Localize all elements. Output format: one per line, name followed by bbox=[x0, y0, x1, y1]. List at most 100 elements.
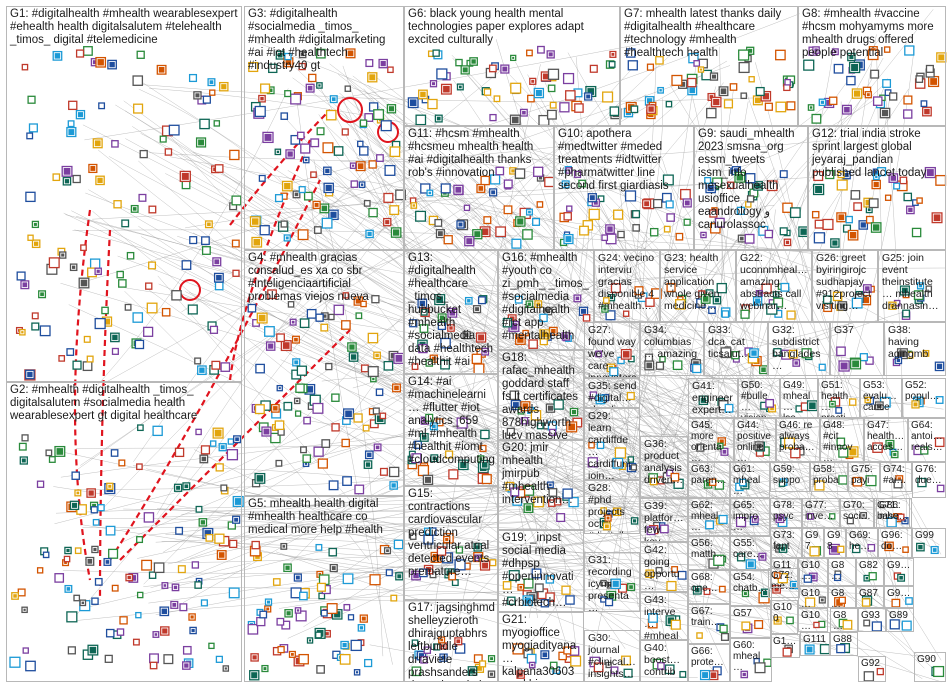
group-label-g104: G8… bbox=[831, 560, 845, 582]
avatar-icon bbox=[328, 480, 339, 491]
avatar-icon bbox=[911, 227, 922, 238]
avatar-icon bbox=[706, 107, 717, 119]
avatar-icon bbox=[94, 317, 106, 330]
avatar-icon bbox=[425, 413, 434, 422]
avatar-icon bbox=[174, 447, 185, 458]
avatar-icon bbox=[310, 138, 320, 148]
group-label-g64: G64: antoi… reals… bbox=[911, 420, 946, 453]
avatar-icon bbox=[483, 349, 487, 354]
avatar-icon bbox=[199, 118, 210, 130]
edge-238 bbox=[594, 189, 670, 658]
avatar-icon bbox=[372, 407, 380, 415]
group-label-g75: G75: payi… bbox=[851, 464, 876, 492]
avatar-icon bbox=[328, 313, 335, 321]
edge-222 bbox=[694, 209, 776, 599]
edge-197 bbox=[319, 52, 673, 463]
avatar-icon bbox=[832, 240, 838, 246]
avatar-icon bbox=[89, 646, 97, 654]
group-box-g60: G60: mheal… bbox=[730, 638, 772, 682]
edge-46 bbox=[108, 156, 913, 562]
group-box-g22: G22: uconnmheal… amazing abstracts call … bbox=[736, 250, 812, 322]
group-label-g76: G76: due… bbox=[915, 464, 942, 486]
avatar-icon bbox=[567, 169, 570, 172]
avatar-icon bbox=[22, 647, 29, 654]
avatar-icon bbox=[666, 213, 675, 222]
edge-322 bbox=[561, 388, 599, 489]
avatar-icon bbox=[72, 360, 82, 370]
group-box-g24: G24: vecino interviu gracias disponible … bbox=[594, 250, 660, 322]
avatar-icon bbox=[148, 571, 157, 579]
avatar-icon bbox=[295, 575, 300, 580]
avatar-icon bbox=[130, 575, 137, 581]
avatar-icon bbox=[276, 333, 285, 343]
avatar-icon bbox=[312, 402, 324, 414]
avatar-icon bbox=[325, 109, 337, 121]
avatar-icon bbox=[339, 653, 351, 665]
avatar-icon bbox=[367, 231, 372, 236]
group-label-g107: G10… bbox=[801, 610, 820, 632]
group-label-g78: G78: psyc… bbox=[773, 500, 798, 528]
avatar-icon bbox=[48, 456, 56, 463]
group-box-g44: G44: positive online… bbox=[734, 418, 776, 462]
avatar-icon bbox=[368, 207, 378, 218]
avatar-icon bbox=[873, 181, 879, 188]
avatar-icon bbox=[280, 220, 288, 228]
avatar-icon bbox=[325, 184, 332, 191]
avatar-icon bbox=[355, 312, 363, 320]
avatar-icon bbox=[882, 79, 892, 88]
avatar-icon bbox=[105, 628, 115, 638]
avatar-icon bbox=[111, 584, 119, 592]
group-box-g52: G52: popul… bbox=[902, 378, 946, 418]
avatar-icon bbox=[648, 106, 654, 112]
avatar-icon bbox=[493, 95, 501, 103]
avatar-icon bbox=[280, 112, 289, 120]
group-label-g18: G18: rafac_mhealth goddard staff fs lt c… bbox=[502, 352, 582, 440]
avatar-icon bbox=[264, 133, 272, 141]
avatar-icon bbox=[379, 467, 388, 476]
avatar-icon bbox=[460, 461, 467, 468]
avatar-icon bbox=[136, 536, 144, 544]
avatar-icon bbox=[282, 545, 286, 548]
avatar-icon bbox=[109, 61, 115, 68]
self-loop-0 bbox=[337, 97, 363, 123]
avatar-icon bbox=[124, 303, 132, 311]
avatar-icon bbox=[294, 192, 299, 197]
avatar-icon bbox=[260, 83, 271, 94]
avatar-icon bbox=[87, 559, 93, 564]
avatar-icon bbox=[662, 174, 674, 186]
edge-37 bbox=[138, 88, 357, 271]
avatar-icon bbox=[482, 562, 488, 569]
edge-213 bbox=[800, 34, 877, 592]
avatar-icon bbox=[98, 102, 106, 110]
avatar-icon bbox=[449, 326, 453, 330]
group-label-g106: G9… bbox=[887, 560, 911, 571]
avatar-icon bbox=[323, 314, 327, 318]
edge-127 bbox=[282, 195, 804, 463]
avatar-icon bbox=[630, 105, 639, 114]
avatar-icon bbox=[581, 308, 586, 314]
avatar-icon bbox=[111, 347, 119, 355]
avatar-icon bbox=[383, 360, 394, 371]
group-label-g11: G11: #hcsm #mhealth #hcsmeu mhealth heal… bbox=[408, 128, 537, 179]
avatar-icon bbox=[924, 108, 930, 115]
avatar-icon bbox=[489, 113, 497, 122]
avatar-icon bbox=[833, 63, 844, 74]
avatar-icon bbox=[663, 225, 671, 233]
avatar-icon bbox=[432, 49, 440, 57]
edge-72 bbox=[182, 337, 638, 603]
avatar-icon bbox=[372, 377, 375, 381]
node-layer bbox=[9, 45, 947, 682]
group-box-g42: G42: going opportu… bbox=[640, 542, 688, 592]
group-label-g59: G59: suppo… bbox=[773, 464, 801, 492]
group-box-g70: G70: soci… bbox=[840, 498, 874, 528]
edge-75 bbox=[156, 184, 393, 515]
avatar-icon bbox=[786, 101, 796, 111]
group-label-g52: G52: popul… bbox=[905, 380, 940, 402]
avatar-icon bbox=[202, 95, 211, 104]
avatar-icon bbox=[632, 210, 641, 219]
edge-167 bbox=[284, 225, 666, 570]
avatar-icon bbox=[531, 79, 535, 83]
avatar-icon bbox=[566, 205, 573, 212]
group-label-g26: G26: greet byiringirojc sudhapjay #912pr… bbox=[816, 252, 874, 312]
avatar-icon bbox=[644, 201, 650, 207]
